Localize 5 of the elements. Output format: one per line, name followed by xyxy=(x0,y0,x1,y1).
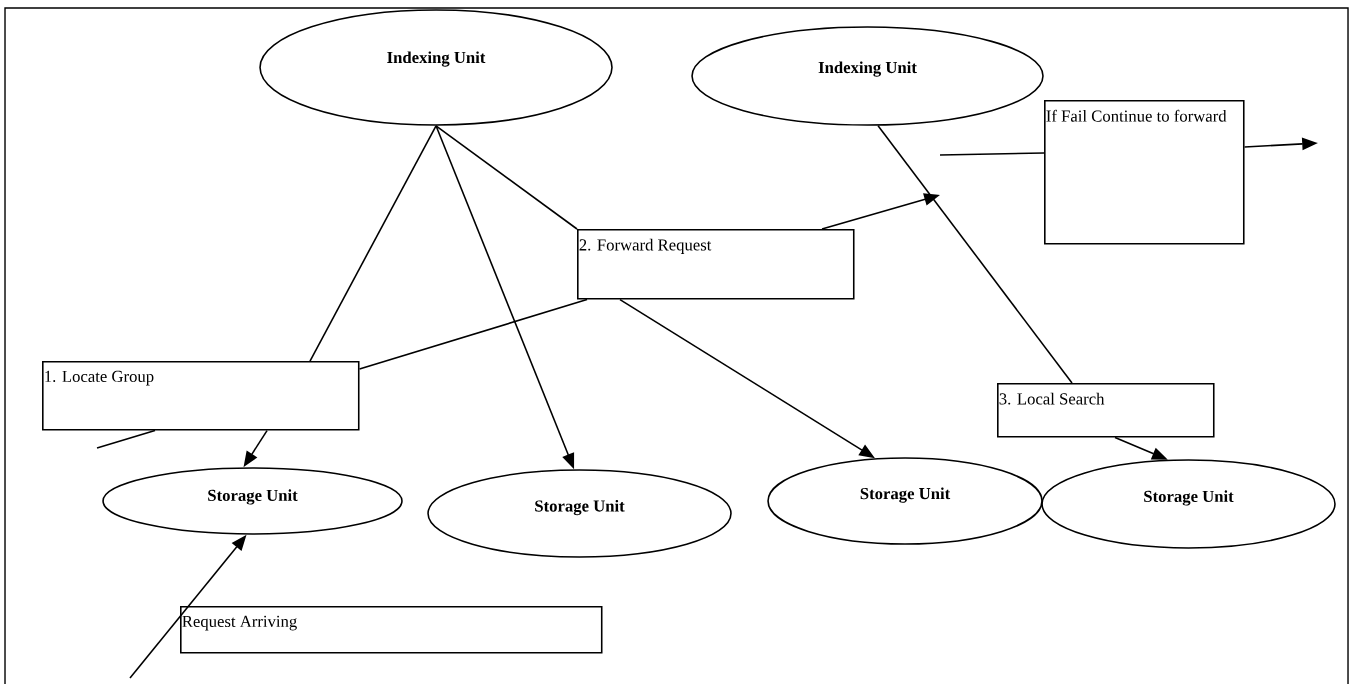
step-box: 2. Forward Request xyxy=(577,229,855,300)
step-box: Request Arriving xyxy=(180,606,603,654)
step-box: 1. Locate Group xyxy=(42,361,360,431)
step-box: 3. Local Search xyxy=(997,383,1215,438)
step-box: If Fail Continue to forward xyxy=(1044,100,1245,245)
